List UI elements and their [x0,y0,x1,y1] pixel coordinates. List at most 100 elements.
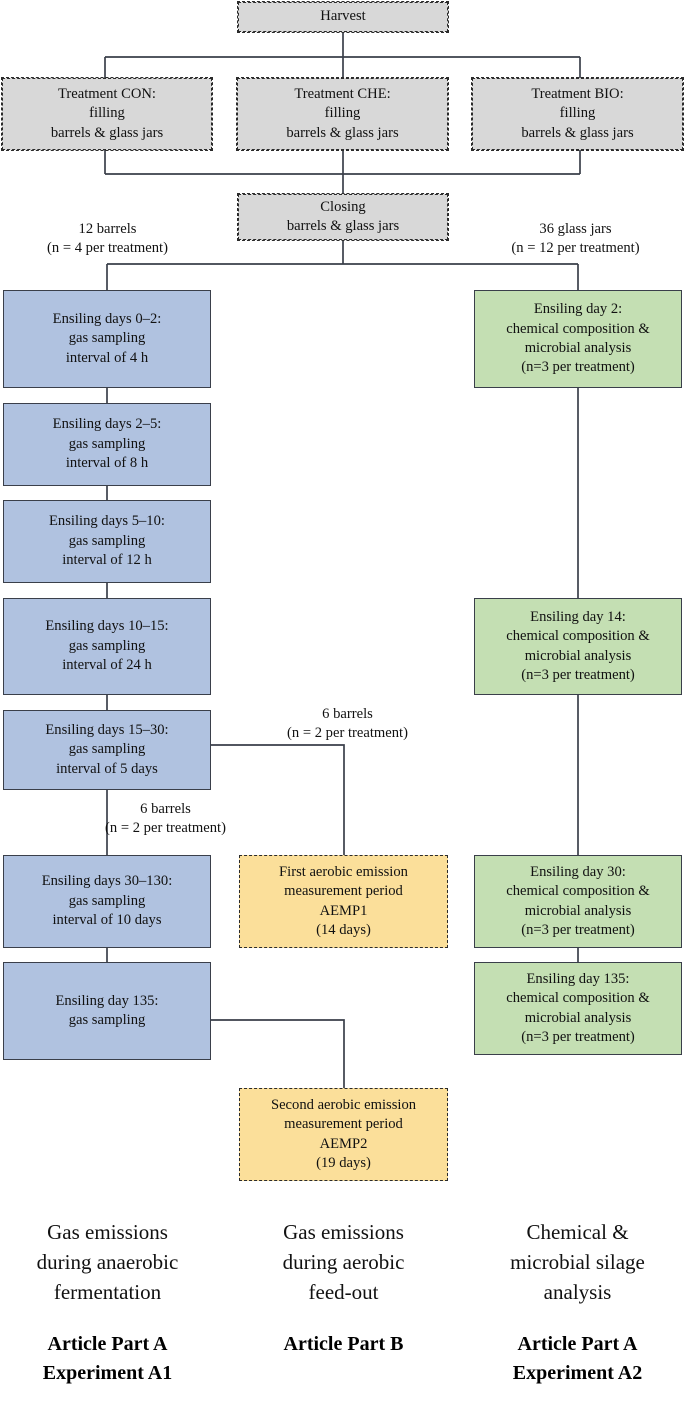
node-treatment-bio-line-2: barrels & glass jars [521,124,634,141]
node-green-4-line-2: microbial analysis [524,1009,632,1026]
node-aemp2-line-0: Second aerobic emission [270,1096,417,1113]
node-green-3-line-2: microbial analysis [524,902,632,919]
footer-bold-a-line-0: Article Part A [47,1333,168,1355]
footer-note-c-line-0: Chemical & [526,1220,629,1244]
footer-note-a-line-0: Gas emissions [47,1220,168,1244]
edge-label-36-glass-jars-line-1: (n = 12 per treatment) [511,240,640,257]
node-green-3-line-0: Ensiling day 30: [530,863,626,880]
node-treatment-che-line-0: Treatment CHE: [294,85,391,102]
footer-label-article-part-a-exp-a2: Article Part A Experiment A2 [470,1330,685,1388]
node-green-ensiling-day-14[interactable]: Ensiling day 14: chemical composition & … [474,598,682,695]
node-blue-5-line-0: Ensiling days 15–30: [45,721,169,738]
node-blue-ensiling-135[interactable]: Ensiling day 135: gas sampling [3,962,211,1060]
node-aemp2-line-3: (19 days) [316,1154,371,1171]
node-closing[interactable]: Closing barrels & glass jars [237,193,449,241]
node-green-3-line-1: chemical composition & [506,883,650,900]
node-treatment-bio-line-0: Treatment BIO: [531,85,624,102]
node-blue-3-line-2: interval of 12 h [62,552,152,569]
node-blue-2-line-0: Ensiling days 2–5: [52,416,162,433]
footer-bold-b-line-0: Article Part B [283,1333,404,1355]
node-green-1-line-0: Ensiling day 2: [533,301,623,318]
node-green-1-line-2: microbial analysis [524,340,632,356]
footer-note-b-line-0: Gas emissions [283,1220,404,1244]
edge-label-12-barrels: 12 barrels (n = 4 per treatment) [0,220,215,259]
node-treatment-bio[interactable]: Treatment BIO: filling barrels & glass j… [471,77,684,151]
footer-bold-c-line-0: Article Part A [517,1333,638,1355]
node-green-1-line-3: (n=3 per treatment) [521,359,635,376]
node-blue-2-line-1: gas sampling [68,435,146,452]
node-blue-6-line-0: Ensiling days 30–130: [41,873,173,890]
node-green-4-line-3: (n=3 per treatment) [521,1028,635,1045]
footer-note-column-a: Gas emissions during anaerobic fermentat… [0,1218,215,1307]
node-blue-ensiling-10-15[interactable]: Ensiling days 10–15: gas sampling interv… [3,598,211,695]
node-blue-ensiling-2-5[interactable]: Ensiling days 2–5: gas sampling interval… [3,403,211,486]
node-aemp2-line-2: AEMP2 [319,1135,368,1152]
node-green-2-line-3: (n=3 per treatment) [521,666,635,683]
node-harvest-line-0: Harvest [320,8,366,25]
footer-note-b-line-1: during aerobic [282,1249,405,1274]
node-aemp1-line-2: AEMP1 [319,902,368,919]
node-closing-line-0: Closing [320,198,366,215]
node-aemp1-line-1: measurement period [284,883,403,900]
edge-label-6-barrels-aemp1-line-1: (n = 2 per treatment) [287,725,408,742]
node-blue-1-line-0: Ensiling days 0–2: [52,310,162,327]
node-blue-5-line-2: interval of 5 days [56,760,158,777]
node-blue-4-line-2: interval of 24 h [62,657,152,674]
edge-label-6-barrels-aemp1: 6 barrels (n = 2 per treatment) [240,705,455,744]
footer-bold-c-line-1: Experiment A2 [512,1362,643,1384]
node-green-2-line-1: chemical composition & [506,628,650,645]
node-blue-1-line-2: interval of 4 h [65,349,149,366]
edge-label-6-barrels-continue-line-0: 6 barrels [140,801,191,817]
edge-label-6-barrels-continue: 6 barrels (n = 2 per treatment) [58,800,273,839]
node-blue-ensiling-5-10[interactable]: Ensiling days 5–10: gas sampling interva… [3,500,211,583]
footer-note-a-line-2: fermentation [53,1279,162,1304]
node-treatment-con-line-0: Treatment CON: [58,85,156,102]
node-green-ensiling-day-30[interactable]: Ensiling day 30: chemical composition & … [474,855,682,948]
footer-note-b-line-2: feed-out [308,1279,379,1304]
node-green-1-line-1: chemical composition & [506,320,650,337]
node-blue-4-line-0: Ensiling days 10–15: [45,618,169,635]
node-harvest[interactable]: Harvest [237,1,449,33]
footer-note-column-b: Gas emissions during aerobic feed-out [236,1218,451,1307]
node-blue-2-line-2: interval of 8 h [65,455,149,472]
node-treatment-con-line-1: filling [89,105,125,122]
footer-note-column-c: Chemical & microbial silage analysis [470,1218,685,1307]
node-treatment-con[interactable]: Treatment CON: filling barrels & glass j… [1,77,213,151]
node-green-ensiling-day-135[interactable]: Ensiling day 135: chemical composition &… [474,962,682,1055]
edge-label-36-glass-jars-line-0: 36 glass jars [539,221,612,237]
node-treatment-che-line-1: filling [324,105,361,122]
node-treatment-bio-line-1: filling [559,105,596,122]
node-treatment-con-line-2: barrels & glass jars [50,124,164,141]
edge-label-12-barrels-line-1: (n = 4 per treatment) [47,240,168,257]
edge-label-12-barrels-line-0: 12 barrels [78,221,137,237]
footer-bold-a-line-1: Experiment A1 [42,1362,173,1384]
node-blue-3-line-1: gas sampling [68,532,146,549]
node-blue-1-line-1: gas sampling [68,330,146,347]
node-treatment-che[interactable]: Treatment CHE: filling barrels & glass j… [236,77,449,151]
node-green-4-line-1: chemical composition & [506,990,650,1007]
footer-note-c-line-2: analysis [543,1279,612,1304]
edge-label-36-glass-jars: 36 glass jars (n = 12 per treatment) [468,220,683,259]
node-blue-7-line-0: Ensiling day 135: [55,992,159,1009]
node-aemp2[interactable]: Second aerobic emission measurement peri… [239,1088,448,1181]
node-aemp1-line-0: First aerobic emission [279,863,408,880]
node-blue-ensiling-0-2[interactable]: Ensiling days 0–2: gas sampling interval… [3,290,211,388]
node-blue-5-line-1: gas sampling [68,741,146,758]
node-green-ensiling-day-2[interactable]: Ensiling day 2: chemical composition & m… [474,290,682,388]
footer-note-a-line-1: during anaerobic [36,1249,179,1274]
node-blue-ensiling-30-130[interactable]: Ensiling days 30–130: gas sampling inter… [3,855,211,948]
node-aemp2-line-1: measurement period [284,1116,403,1133]
node-blue-7-line-1: gas sampling [68,1012,146,1028]
node-blue-3-line-0: Ensiling days 5–10: [49,513,165,530]
node-blue-ensiling-15-30[interactable]: Ensiling days 15–30: gas sampling interv… [3,710,211,790]
edge-label-6-barrels-continue-line-1: (n = 2 per treatment) [105,820,226,837]
footer-label-article-part-a-exp-a1: Article Part A Experiment A1 [0,1330,215,1388]
node-closing-line-1: barrels & glass jars [286,218,400,234]
node-green-4-line-0: Ensiling day 135: [526,970,630,987]
node-aemp1[interactable]: First aerobic emission measurement perio… [239,855,448,948]
footer-note-c-line-1: microbial silage [510,1249,645,1274]
node-aemp1-line-3: (14 days) [316,921,371,938]
node-blue-4-line-1: gas sampling [68,637,146,654]
wire-blue7-aemp2 [211,1019,345,1088]
